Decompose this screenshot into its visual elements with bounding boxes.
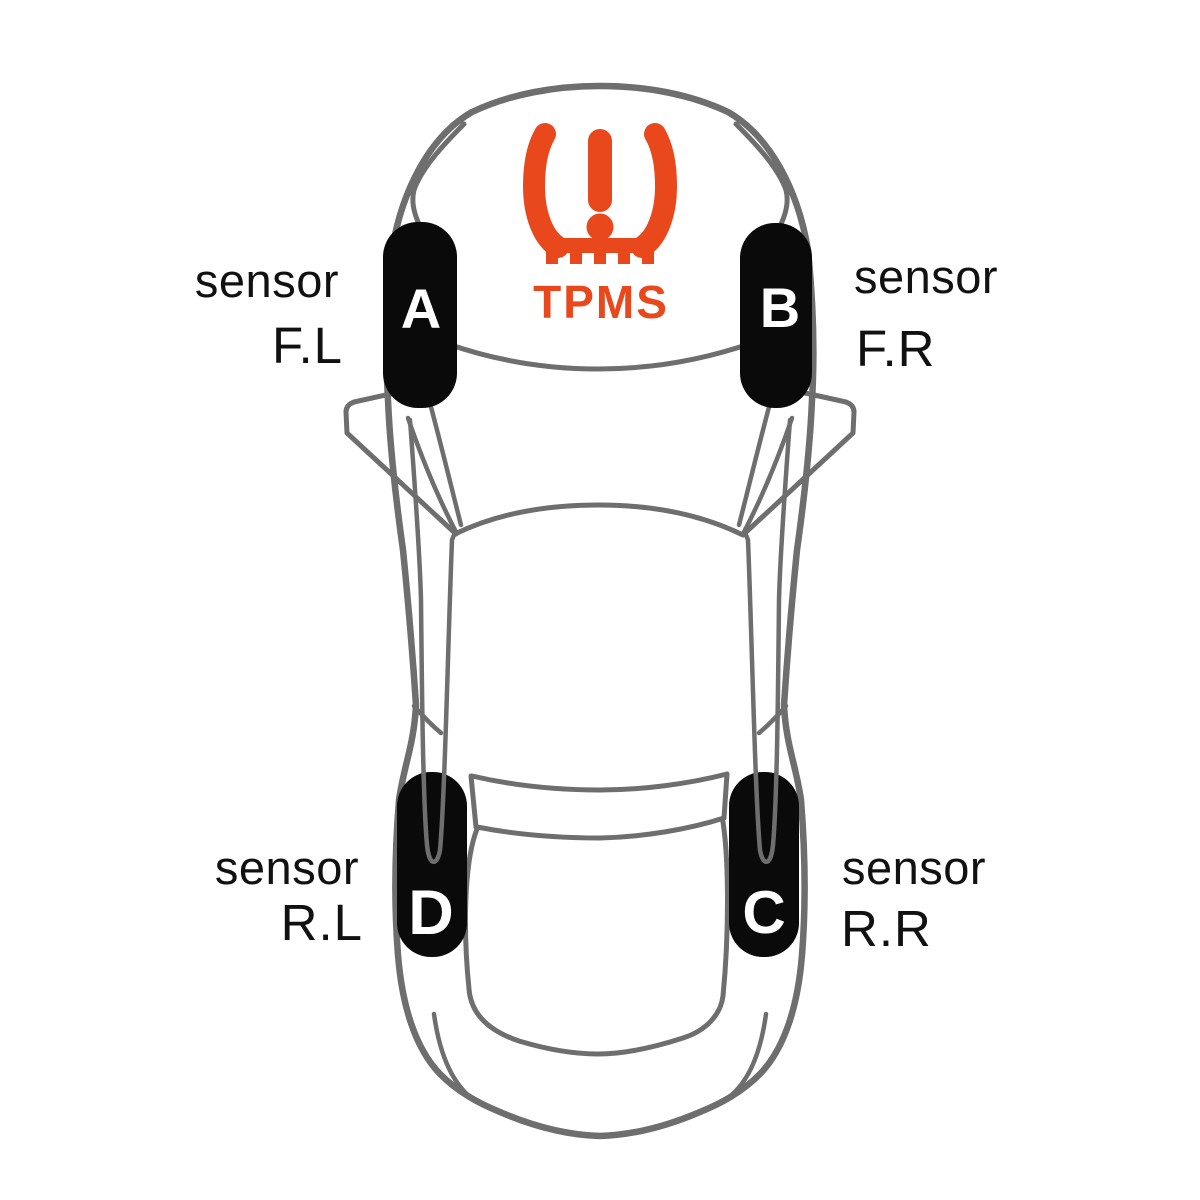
a-pillar-left-1	[405, 415, 459, 535]
tpms-icon-tread-tooth	[642, 250, 654, 264]
side-body-lines	[407, 417, 793, 864]
rear-window-bottom	[474, 815, 727, 841]
hood-crease-left	[410, 121, 467, 229]
tire-rear-right	[729, 772, 799, 957]
sensor-position-rear-left: R.L	[281, 894, 363, 951]
door-line-left	[407, 417, 458, 864]
tire-rear-left	[397, 772, 467, 957]
a-pillar-right-2	[736, 389, 776, 528]
sensor-position-front-right: F.R	[856, 320, 936, 377]
sensor-position-front-left: F.L	[272, 317, 343, 374]
door-crease-right	[756, 703, 789, 736]
sensor-word-rear-right: sensor	[842, 841, 986, 894]
rear-window-top	[469, 771, 730, 793]
tire-letter-c: C	[742, 879, 785, 946]
car-outer-silhouette	[383, 82, 817, 1140]
rear-window-left-edge	[468, 773, 479, 830]
tpms-icon-tread-tooth	[618, 250, 630, 264]
tire-letter-a: A	[401, 277, 441, 340]
tpms-icon-tread-tooth	[546, 250, 558, 264]
side-mirror-left	[343, 388, 459, 537]
sensor-position-rear-right: R.R	[841, 900, 932, 957]
a-pillar-right-1	[741, 415, 795, 535]
tpms-icon-exclamation-dot	[586, 213, 614, 241]
door-line-right	[742, 417, 793, 864]
tpms-icon-left-arm	[522, 123, 569, 258]
tire-front-left	[383, 222, 457, 408]
bumper-seam-right	[722, 1011, 769, 1103]
tpms-icon-tread-tooth	[594, 250, 606, 264]
tires	[383, 222, 812, 957]
tpms-label: TPMS	[533, 276, 669, 328]
hood-rear-edge	[445, 340, 755, 372]
sensor-word-front-left: sensor	[195, 254, 339, 307]
trunk-lid	[462, 819, 730, 1057]
tpms-icon-tread-tooth	[570, 250, 582, 264]
hood-crease-right	[733, 121, 790, 229]
tire-front-right	[740, 223, 812, 408]
tpms-icon-tread-bar	[546, 238, 654, 253]
tire-letter-b: B	[760, 276, 800, 339]
tpms-warning-icon	[522, 123, 678, 264]
bumper-seam-left	[431, 1011, 478, 1104]
sensor-word-front-right: sensor	[854, 250, 998, 303]
windshield-roof-arc	[452, 502, 746, 538]
sensor-word-rear-left: sensor	[215, 841, 359, 894]
tpms-icon-right-arm	[631, 123, 678, 258]
car-body	[343, 82, 857, 1140]
sensor-label-rear-right: sensor R.R	[841, 841, 986, 957]
a-pillar-left-2	[424, 389, 464, 528]
rear-window-right-edge	[721, 771, 730, 821]
sensor-label-rear-left: sensor R.L	[215, 841, 363, 951]
tire-letter-d: D	[408, 878, 454, 948]
sensor-label-front-right: sensor F.R	[854, 250, 998, 377]
door-crease-left	[411, 703, 444, 736]
sensor-label-front-left: sensor F.L	[195, 254, 343, 374]
side-mirror-right	[741, 388, 857, 537]
